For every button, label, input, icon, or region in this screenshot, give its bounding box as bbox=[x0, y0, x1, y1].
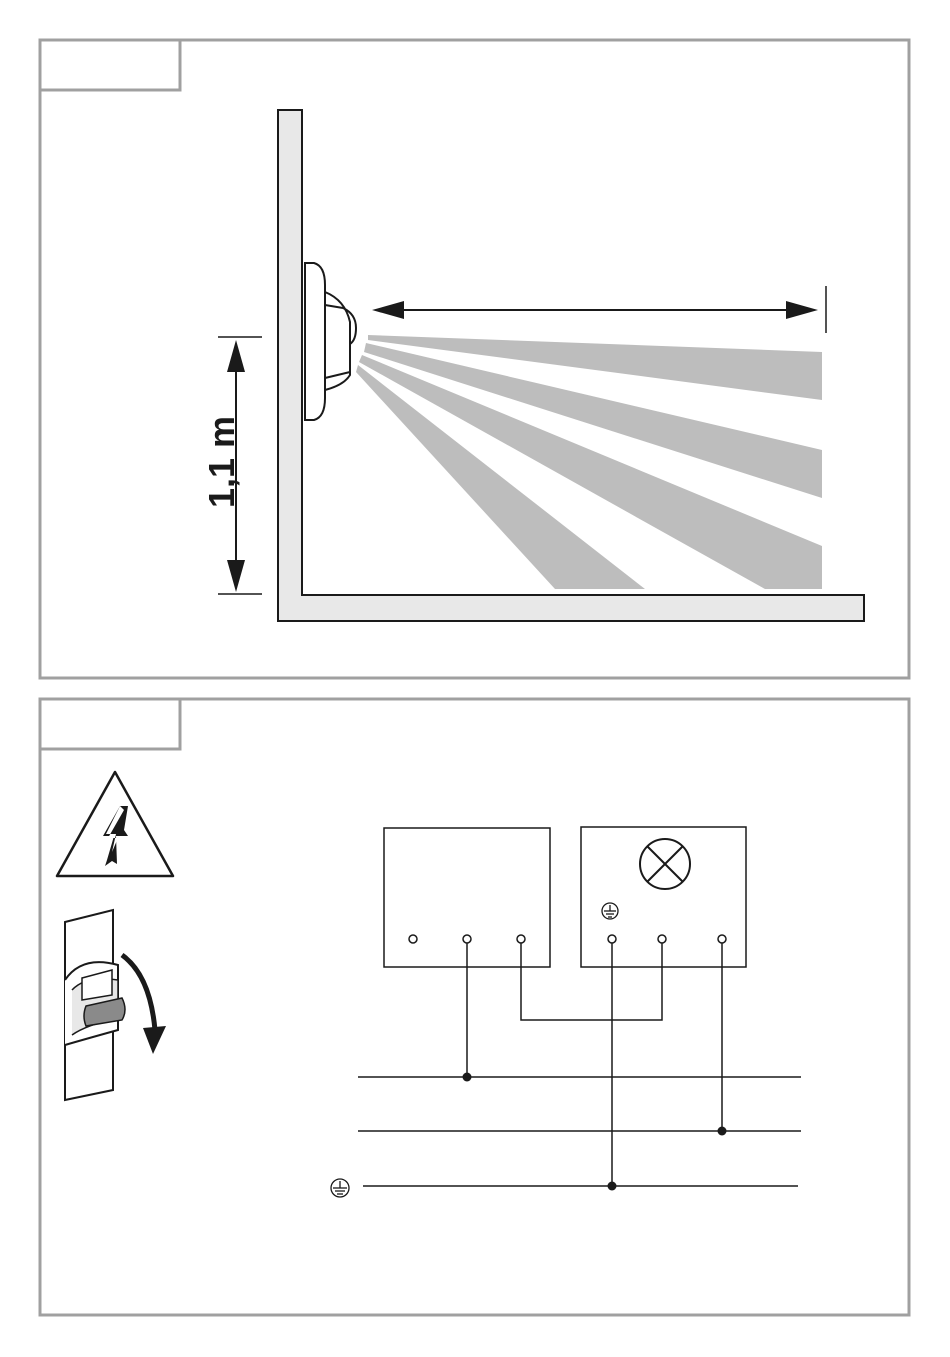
figure2-frame bbox=[40, 699, 909, 1315]
terminal-2 bbox=[463, 935, 471, 943]
figure2-number-tab bbox=[40, 699, 180, 749]
figure1-number-tab bbox=[40, 40, 180, 90]
ground-icon bbox=[331, 1179, 349, 1197]
lamp-icon bbox=[640, 839, 690, 889]
figure-wiring bbox=[40, 699, 909, 1315]
ground-icon bbox=[602, 903, 618, 919]
terminal-neutral bbox=[718, 935, 726, 943]
connection-leads bbox=[467, 943, 722, 1186]
range-arrow bbox=[372, 286, 826, 333]
supply-wires bbox=[358, 1077, 801, 1186]
height-dimension: 1,1 m bbox=[201, 337, 262, 594]
terminal-1 bbox=[409, 935, 417, 943]
terminal-lamp-in bbox=[658, 935, 666, 943]
warning-triangle-icon bbox=[57, 772, 173, 876]
terminal-3 bbox=[517, 935, 525, 943]
height-label: 1,1 m bbox=[201, 416, 242, 508]
circuit-breaker-icon bbox=[65, 910, 166, 1100]
motion-sensor-icon bbox=[305, 263, 356, 420]
detection-beams bbox=[356, 335, 822, 589]
terminal-ground bbox=[608, 935, 616, 943]
figure-mounting: 1,1 m bbox=[40, 40, 909, 678]
